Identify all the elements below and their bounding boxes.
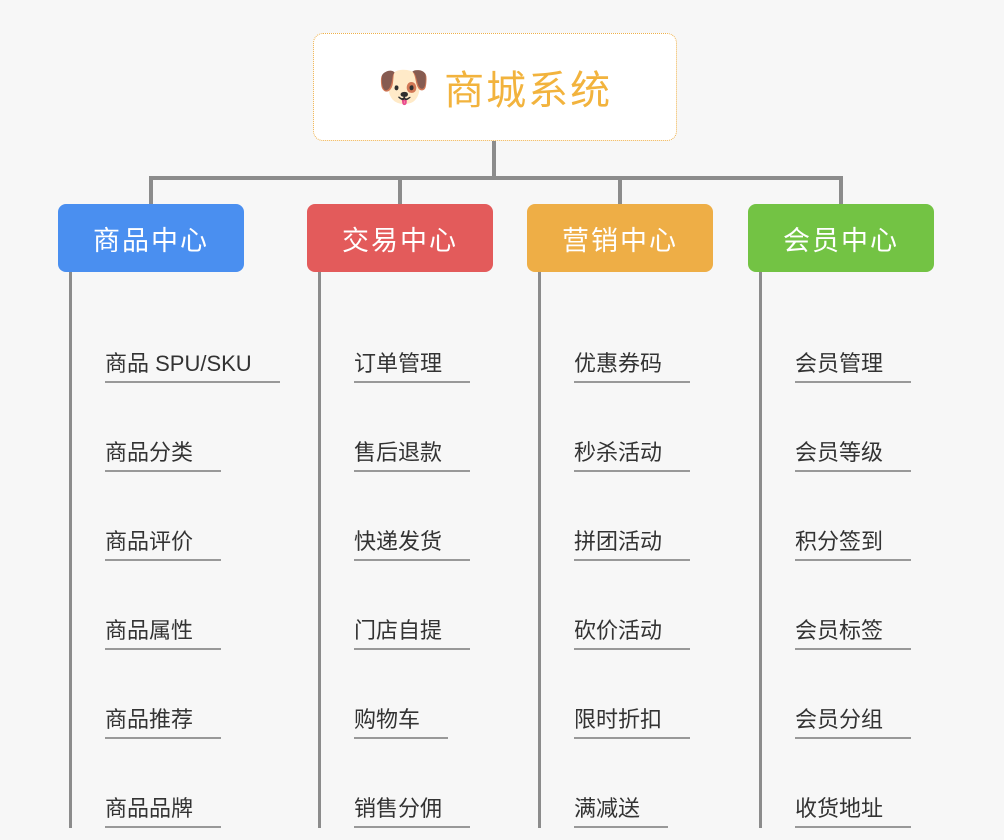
list-item[interactable]: 积分签到 [762,472,934,561]
leaf-label: 商品 SPU/SKU [105,351,280,383]
shiba-dog-face-icon: 🐶 [377,63,431,110]
list-item[interactable]: 商品分类 [72,383,244,472]
root-node-title: 商城系统 [444,69,613,113]
root-node-content: 🐶 商城系统 [378,58,612,116]
list-item[interactable]: 砍价活动 [541,561,713,650]
leaf-label: 会员分组 [795,707,912,739]
leaf-list-marketing-center: 优惠券码 秒杀活动 拼团活动 砍价活动 限时折扣 满减送 [538,272,713,828]
branch-marketing-center: 营销中心 优惠券码 秒杀活动 拼团活动 砍价活动 限时折扣 满减送 [527,204,713,828]
list-item[interactable]: 拼团活动 [541,472,713,561]
list-item[interactable]: 商品推荐 [72,650,244,739]
list-item[interactable]: 限时折扣 [541,650,713,739]
branch-product-center: 商品中心 商品 SPU/SKU 商品分类 商品评价 商品属性 商品推荐 商品品牌 [58,204,280,828]
list-item[interactable]: 商品属性 [72,561,244,650]
list-item[interactable]: 会员标签 [762,561,934,650]
leaf-label: 售后退款 [354,440,471,472]
leaf-list-product-center: 商品 SPU/SKU 商品分类 商品评价 商品属性 商品推荐 商品品牌 [69,272,280,828]
leaf-label: 快递发货 [354,529,471,561]
connector-drop-4 [839,176,843,208]
list-item[interactable]: 满减送 [541,739,713,828]
connector-drop-1 [149,176,153,208]
root-node-shop-system[interactable]: 🐶 商城系统 [313,33,677,141]
list-item[interactable]: 收货地址 [762,739,934,828]
leaf-label: 销售分佣 [354,796,471,828]
list-item[interactable]: 售后退款 [321,383,493,472]
connector-horizontal-bus [149,176,843,180]
list-item[interactable]: 优惠券码 [541,294,713,383]
connector-drop-3 [618,176,622,208]
leaf-label: 拼团活动 [574,529,691,561]
connector-drop-2 [398,176,402,208]
category-header-member-center[interactable]: 会员中心 [748,204,934,272]
leaf-list-trade-center: 订单管理 售后退款 快递发货 门店自提 购物车 销售分佣 [318,272,493,828]
connector-root-stem [492,141,496,178]
category-header-product-center[interactable]: 商品中心 [58,204,244,272]
leaf-label: 秒杀活动 [574,440,691,472]
leaf-label: 会员标签 [795,618,912,650]
branch-member-center: 会员中心 会员管理 会员等级 积分签到 会员标签 会员分组 收货地址 [748,204,934,828]
list-item[interactable]: 商品品牌 [72,739,244,828]
list-item[interactable]: 门店自提 [321,561,493,650]
leaf-label: 门店自提 [354,618,471,650]
list-item[interactable]: 销售分佣 [321,739,493,828]
leaf-label: 积分签到 [795,529,912,561]
leaf-label: 会员等级 [795,440,912,472]
leaf-label: 商品分类 [105,440,222,472]
leaf-label: 订单管理 [354,351,471,383]
list-item[interactable]: 商品 SPU/SKU [72,294,280,383]
leaf-label: 商品属性 [105,618,222,650]
leaf-label: 砍价活动 [574,618,691,650]
list-item[interactable]: 会员管理 [762,294,934,383]
leaf-label: 优惠券码 [574,351,691,383]
leaf-label: 购物车 [354,707,449,739]
leaf-list-member-center: 会员管理 会员等级 积分签到 会员标签 会员分组 收货地址 [759,272,934,828]
leaf-label: 满减送 [574,796,669,828]
list-item[interactable]: 会员分组 [762,650,934,739]
list-item[interactable]: 订单管理 [321,294,493,383]
leaf-label: 商品推荐 [105,707,222,739]
leaf-label: 商品评价 [105,529,222,561]
category-header-trade-center[interactable]: 交易中心 [307,204,493,272]
leaf-label: 会员管理 [795,351,912,383]
list-item[interactable]: 购物车 [321,650,493,739]
list-item[interactable]: 快递发货 [321,472,493,561]
category-header-marketing-center[interactable]: 营销中心 [527,204,713,272]
list-item[interactable]: 商品评价 [72,472,244,561]
leaf-label: 商品品牌 [105,796,222,828]
leaf-label: 限时折扣 [574,707,691,739]
branch-trade-center: 交易中心 订单管理 售后退款 快递发货 门店自提 购物车 销售分佣 [307,204,493,828]
list-item[interactable]: 会员等级 [762,383,934,472]
leaf-label: 收货地址 [795,796,912,828]
list-item[interactable]: 秒杀活动 [541,383,713,472]
